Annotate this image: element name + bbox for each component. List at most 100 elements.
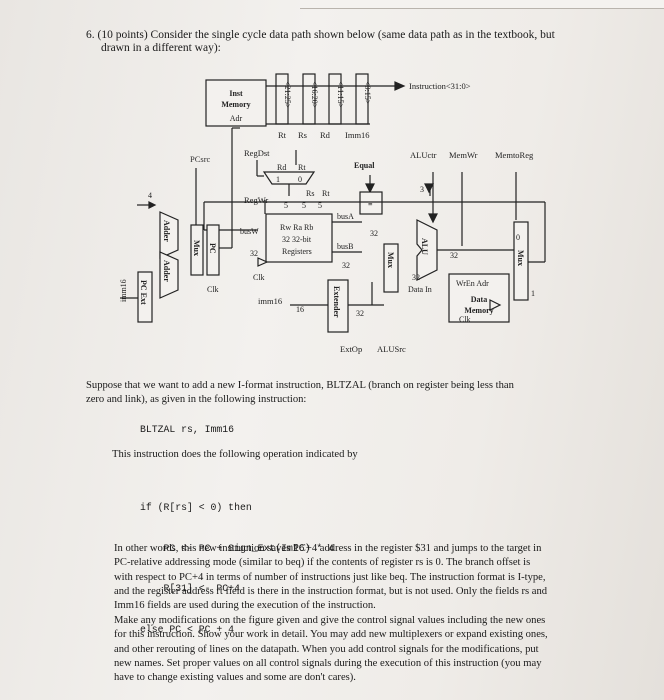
regdst-rt: Rt [298,163,306,172]
explanation-paragraph: In other words, this new instruction sav… [114,542,584,613]
task-line-2: for this instruction. Show your work in … [114,629,548,641]
datapath-diagram: Inst Memory Adr Instruction<31:0> <21:25… [119,73,546,354]
four-label: 4 [148,191,152,200]
alu-label: ALU [420,238,429,255]
regfile-line-1: Rw Ra Rb [280,223,313,232]
instruction-example: BLTZAL rs, Imm16 [140,424,235,435]
field-rd: Rd [320,130,331,140]
sixteen-label: 16 [296,305,304,314]
extender-box [327,279,349,333]
question-header-cont: drawn in a different way): [101,42,221,54]
regdst-sel-0: 0 [298,175,302,184]
imm16-label: imm16 [258,296,282,306]
regdst-mux [262,171,316,185]
top-strip [300,0,664,9]
intro-line-1: Suppose that we want to add a new I-form… [86,380,514,391]
bus32-alu: 32 [450,251,458,260]
field-rt: Rt [278,130,287,140]
pc-ext-label: PC Ext [139,280,148,305]
regfile-line-2: 32 32-bit [282,235,312,244]
equal-box [359,191,383,215]
mux-label-mid: Mux [386,252,395,268]
regdst-sel-1: 1 [276,175,280,184]
memwr-label: MemWr [449,150,478,160]
busw-label: busW [240,227,259,236]
mux-sel-right-1: 1 [531,289,535,298]
register-file [265,213,333,263]
pc-register [206,224,220,276]
pc-ext-box [137,271,153,323]
equal-label: Equal [354,161,375,170]
explanation-line-4: and the register address rt field is the… [114,585,548,597]
instruction-label: Instruction<31:0> [409,81,471,91]
regdst-rd: Rd [277,163,286,172]
inst-memory-label: Inst [229,89,243,98]
explanation-line-5: Imm16 fields are used during the executi… [114,600,376,612]
three-label: 3 [420,185,424,194]
clk-label-mem: Clk [459,315,471,324]
data-memory [448,273,510,323]
five-1: 5 [284,201,288,210]
bus32-b: 32 [342,261,350,270]
task-line-1: Make any modifications on the figure giv… [114,615,546,626]
adder-label-bottom: Adder [162,260,171,282]
rs-label: Rs [306,189,314,198]
extender-label: Extender [332,286,341,318]
alu-shape [416,219,438,281]
task-line-5: have to change existing values and some … [114,672,356,684]
data-memory-label-2: Memory [464,306,493,315]
bus32-din: 32 [412,273,420,282]
five-3: 5 [318,201,322,210]
code-line-1: if (R[rs] < 0) then [140,502,252,513]
field-rs: Rs [298,130,307,140]
busa-label: busA [337,212,354,221]
field-imm16: Imm16 [345,130,370,140]
regdst-label: RegDst [244,148,270,158]
pseudo-code: if (R[rs] < 0) then PC <- PC + Sign_Ext(… [140,474,334,663]
pc-label: PC [208,243,217,254]
alusrc-label: ALUSrc [377,344,406,354]
explanation-line-2: PC-relative addressing mode (similar to … [114,557,531,569]
bus32-ext: 32 [356,309,364,318]
regwr-label: RegWr [244,195,268,205]
task-paragraph: Make any modifications on the figure giv… [114,614,584,685]
busb-label: busB [337,242,353,251]
field-bits-1: <21:25> [283,81,292,109]
aluctr-label: ALUctr [410,150,437,160]
data-in-label: Data In [408,285,432,294]
five-2: 5 [302,201,306,210]
regfile-line-3: Registers [282,247,312,256]
clk-label-reg: Clk [253,273,265,282]
alusrc-mux [383,243,399,293]
memtoreg-label: MemtoReg [495,150,534,160]
bus32-a: 32 [370,229,378,238]
field-bits-4: <0:15> [363,81,372,105]
inst-memory-box [205,79,267,127]
field-bits-3: <11:15> [336,81,345,108]
question-header: 6. (10 points) Consider the single cycle… [86,29,555,41]
task-line-3: and other rerouting of lines on the data… [114,643,539,655]
pcsrc-label: PCsrc [190,154,211,164]
adr-label: Adr [230,114,243,123]
mux-sel-right-0: 0 [516,233,520,242]
mux-label-left: Mux [192,240,201,256]
field-bits-2: <16:20> [310,81,319,109]
code-line-2: PC <- PC + Sign_Ext(Im16) * 4 [140,542,335,554]
extop-label: ExtOp [340,344,362,354]
bus32-w: 32 [250,249,258,258]
mux-label-right: Mux [516,250,525,266]
operation-intro: This instruction does the following oper… [112,449,358,460]
rt-label: Rt [322,189,330,198]
left-adder-top [159,211,179,259]
pc-mux [190,224,204,276]
explanation-line-1: In other words, this new instruction sav… [114,543,542,554]
intro-line-2: zero and link), as given in the followin… [86,394,307,406]
explanation-line-3: with respect to PC+4 in terms of number … [114,571,546,583]
clk-label-pc: Clk [207,285,219,294]
intro-paragraph: Suppose that we want to add a new I-form… [86,379,606,408]
adder-label-top: Adder [162,220,171,242]
equal-sign: = [368,200,373,209]
code-line-4: else PC < PC + 4 [140,623,235,635]
memtoreg-mux [513,221,529,301]
